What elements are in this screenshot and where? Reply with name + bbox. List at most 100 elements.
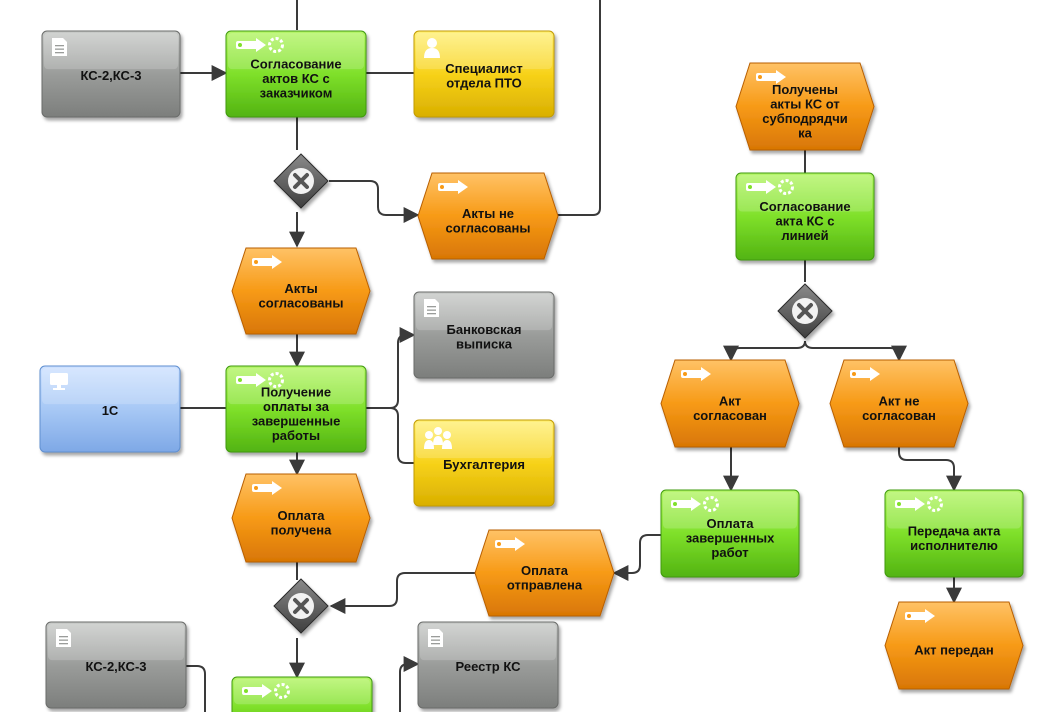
node-label-line: отправлена — [507, 577, 583, 592]
node-label-line: согласованы — [446, 220, 531, 235]
node-label-line: оплаты за — [263, 399, 330, 414]
connector — [399, 656, 420, 712]
node-label-line: акта КС с — [776, 214, 835, 229]
node-label-line: Получены — [772, 82, 838, 97]
xor-gateway-icon[interactable] — [777, 283, 833, 339]
event-icon — [252, 255, 282, 269]
xor-gateway-icon[interactable] — [273, 153, 329, 209]
role-node[interactable]: Бухгалтерия — [413, 419, 555, 507]
node-label-line: работы — [272, 428, 320, 443]
node-label-line: согласованы — [259, 295, 344, 310]
document-icon — [424, 299, 439, 317]
node-label-line: Передача акта — [908, 523, 1001, 538]
node-label-line: Оплата — [521, 563, 569, 578]
document-node[interactable]: КС-2,КС-3 — [41, 30, 181, 118]
function-icon — [895, 496, 943, 512]
group-icon — [424, 427, 452, 449]
connector — [366, 327, 416, 409]
node-label-line: ка — [798, 125, 813, 140]
node-label-line: получена — [271, 522, 332, 537]
node-label-line: Реестр КС — [456, 659, 522, 674]
node-label-line: Согласование — [250, 57, 341, 72]
connector — [558, 0, 601, 216]
node-label-line: Согласование — [759, 199, 850, 214]
node-label-line: завершенные — [252, 413, 341, 428]
function-icon — [242, 683, 290, 699]
xor-gateway-icon[interactable] — [273, 578, 329, 634]
event-icon — [681, 367, 711, 381]
event-icon — [252, 481, 282, 495]
node-label-line: работ — [711, 545, 748, 560]
node-label-line: завершенных — [686, 531, 775, 546]
connector — [366, 407, 414, 464]
node-label-line: Акт — [719, 393, 741, 408]
node-label-line: Оплата — [277, 508, 325, 523]
connector — [329, 572, 475, 614]
event-icon — [850, 367, 880, 381]
node-label-line: КС-2,КС-3 — [80, 68, 141, 83]
node-label-line: исполнителю — [910, 538, 998, 553]
event-node[interactable]: Акт передан — [884, 601, 1024, 690]
document-icon — [56, 629, 71, 647]
event-icon — [438, 180, 468, 194]
function-icon — [671, 496, 719, 512]
node-label-line: линией — [781, 228, 828, 243]
event-icon — [495, 537, 525, 551]
connector — [185, 665, 206, 712]
node-label-line: Получение — [261, 384, 331, 399]
node-label-line: отдела ПТО — [446, 75, 521, 90]
connector — [329, 180, 420, 223]
node-label-line: Акт не — [879, 393, 920, 408]
document-icon — [428, 629, 443, 647]
node-label-line: актов КС с — [262, 71, 329, 86]
node-label-line: Оплата — [706, 516, 754, 531]
node-label-line: Специалист — [445, 61, 523, 76]
connectors-layer — [180, 0, 962, 712]
person-icon — [424, 38, 440, 58]
document-icon — [52, 38, 67, 56]
node-label-line: согласован — [693, 408, 767, 423]
function-icon — [746, 179, 794, 195]
event-icon — [756, 70, 786, 84]
connector — [612, 534, 661, 581]
document-node[interactable]: КС-2,КС-3 — [45, 621, 187, 709]
node-label-line: акты КС от — [770, 96, 840, 111]
connector — [898, 447, 962, 492]
node-label-line: согласован — [862, 408, 936, 423]
node-label-line: 1С — [102, 403, 119, 418]
node-label-line: субподрядчи — [762, 111, 848, 126]
gateways-layer — [273, 153, 833, 634]
system-node[interactable]: 1С — [39, 365, 181, 453]
event-icon — [905, 609, 935, 623]
node-label-line: Акты — [284, 281, 317, 296]
connector — [723, 340, 806, 362]
node-label-line: Акт передан — [914, 643, 993, 658]
function-node[interactable] — [231, 676, 373, 712]
node-label-line: КС-2,КС-3 — [85, 659, 146, 674]
node-label-line: выписка — [456, 336, 513, 351]
node-label-line: заказчиком — [260, 86, 333, 101]
connector — [804, 340, 907, 362]
node-label-line: Бухгалтерия — [443, 457, 525, 472]
node-label-line: Акты не — [462, 206, 514, 221]
node-label-line: Банковская — [447, 322, 522, 337]
computer-icon — [50, 373, 68, 390]
document-node[interactable]: Реестр КС — [417, 621, 559, 709]
function-icon — [236, 372, 284, 388]
